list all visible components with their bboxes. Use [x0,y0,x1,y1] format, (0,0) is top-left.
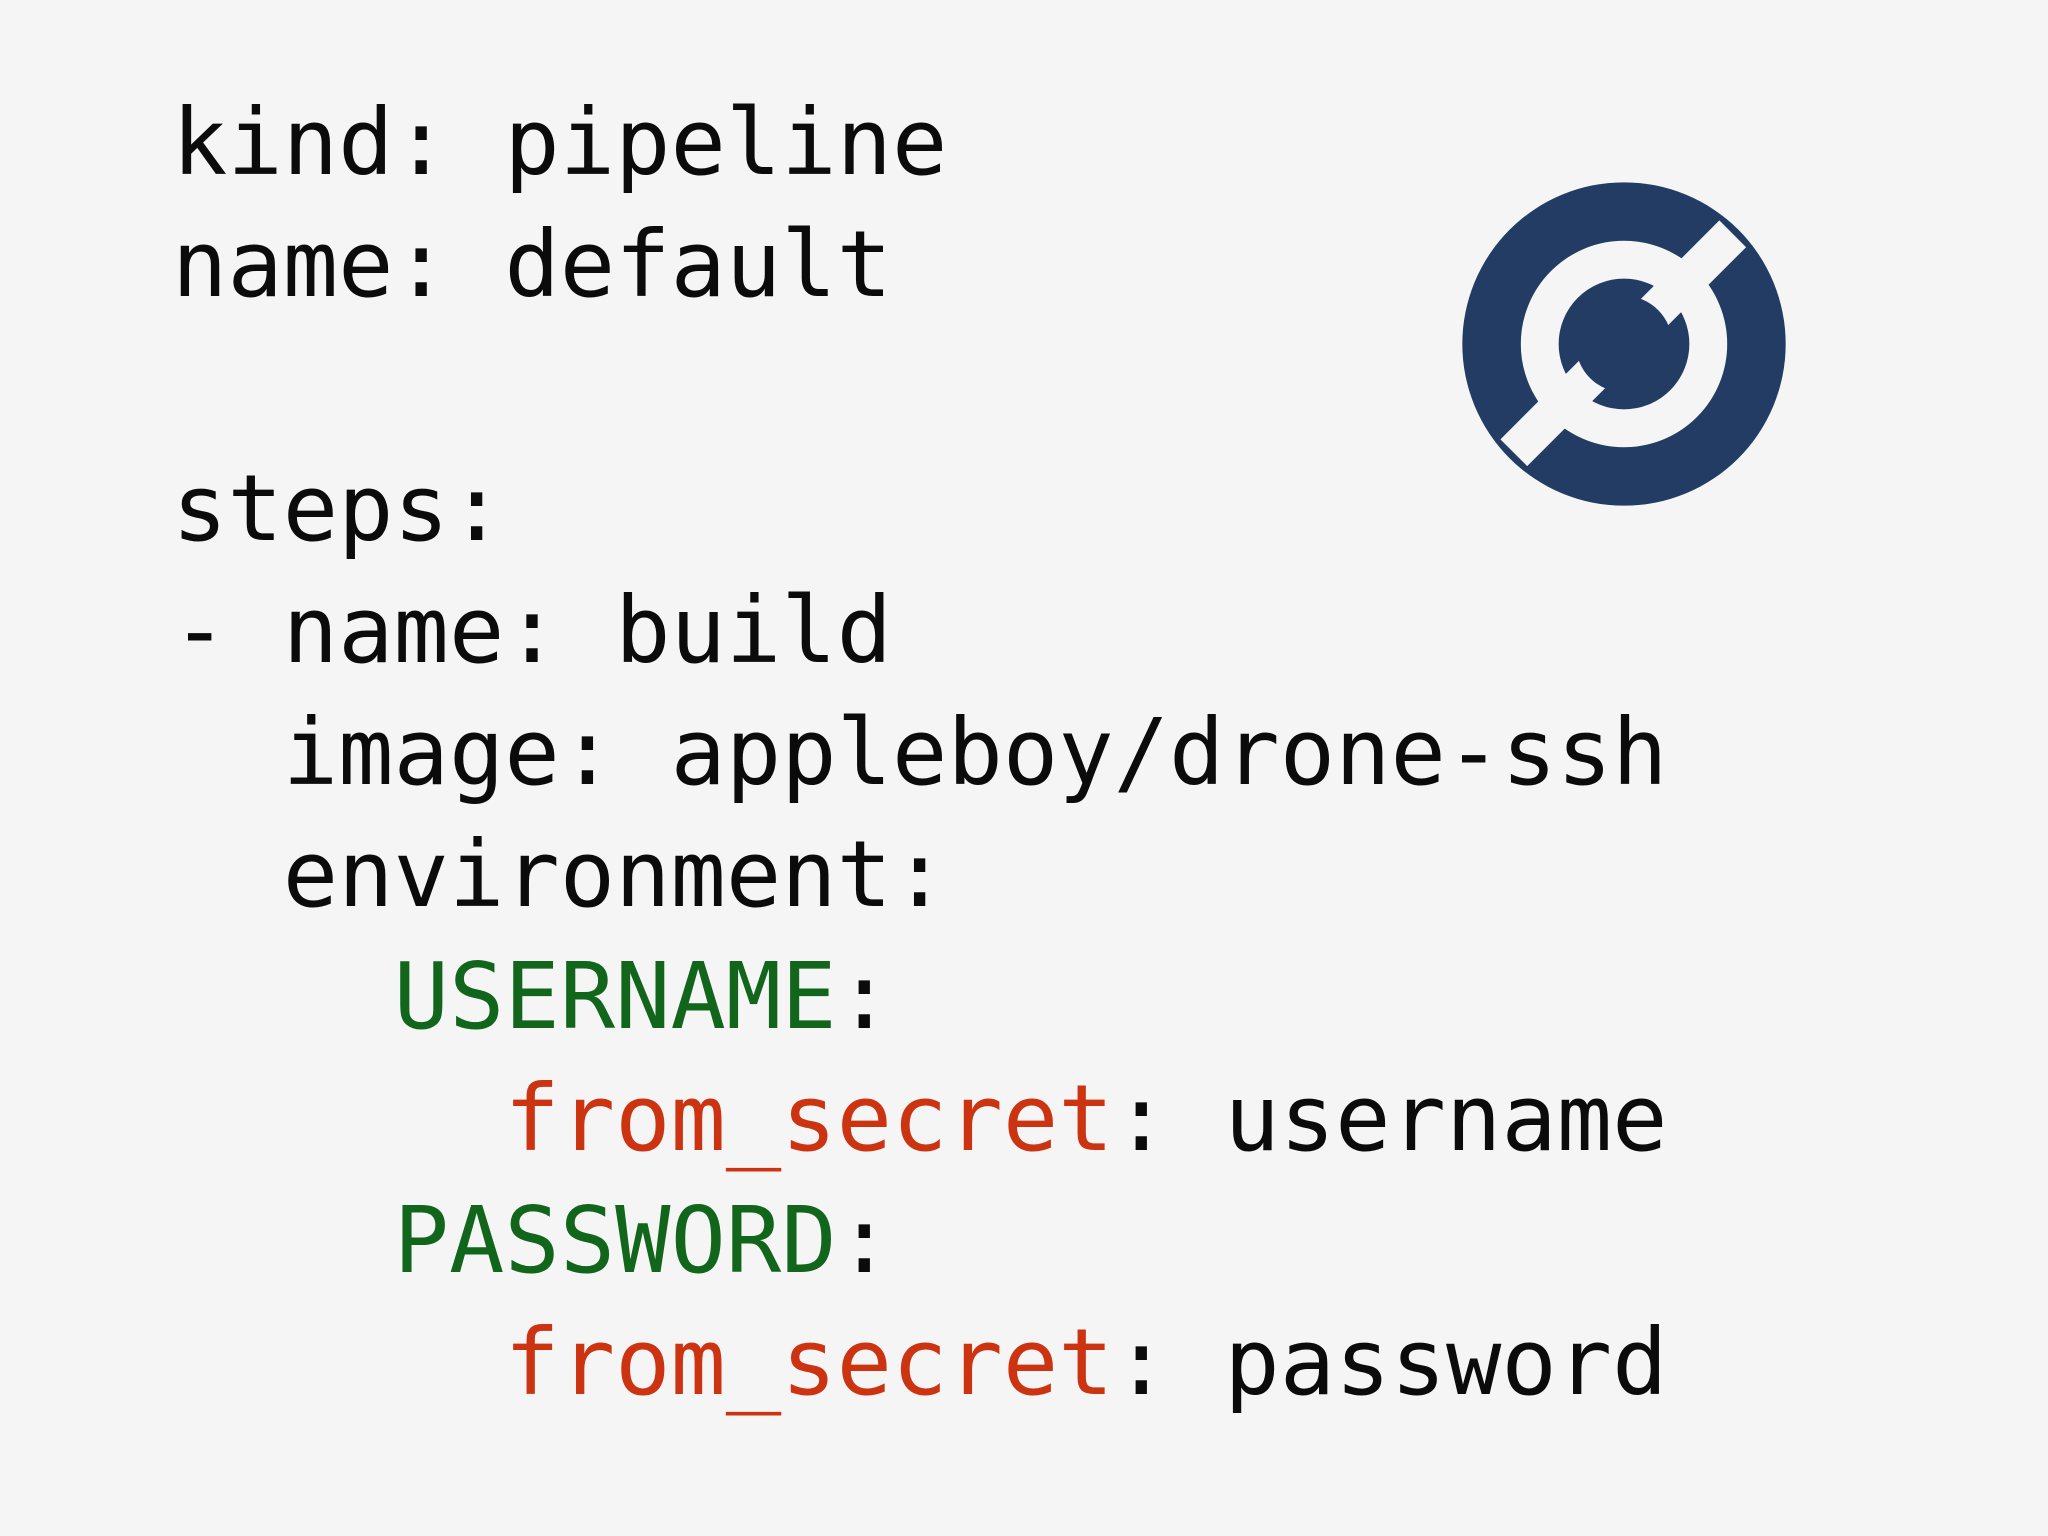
code-token: from_secret [504,1065,1114,1172]
code-token: from_secret [504,1309,1114,1416]
code-token [172,1187,394,1294]
line-environment: environment: [172,814,1668,936]
code-token: : password [1113,1309,1668,1416]
drone-logo-shape [1462,182,1786,506]
drone-ci-logo [1452,172,1796,516]
code-token: : username [1113,1065,1668,1172]
code-token: : [836,943,893,1050]
line-blank: ​ [172,326,1668,448]
code-token: USERNAME [393,943,837,1050]
code-token: PASSWORD [393,1187,837,1294]
code-token [172,1065,504,1172]
code-token [172,943,394,1050]
line-steps: steps: [172,448,1668,570]
line-password-from-secret: from_secret: password [172,1302,1668,1424]
line-username-from-secret: from_secret: username [172,1058,1668,1180]
code-token: name: default [172,211,893,318]
code-token [172,1309,504,1416]
line-password-key: PASSWORD: [172,1180,1668,1302]
code-token: : [836,1187,893,1294]
code-token: image: appleboy/drone-ssh [172,699,1668,806]
line-kind: kind: pipeline [172,82,1668,204]
yaml-code-block: kind: pipeline name: default​steps: - name… [172,82,1668,1424]
line-step-name-build: - name: build [172,570,1668,692]
code-token: - name: build [172,577,893,684]
line-username-key: USERNAME: [172,936,1668,1058]
code-token: steps: [172,455,505,562]
code-token: environment: [172,821,948,928]
line-name-default: name: default [172,204,1668,326]
line-image: image: appleboy/drone-ssh [172,692,1668,814]
code-token: kind: pipeline [172,89,948,196]
